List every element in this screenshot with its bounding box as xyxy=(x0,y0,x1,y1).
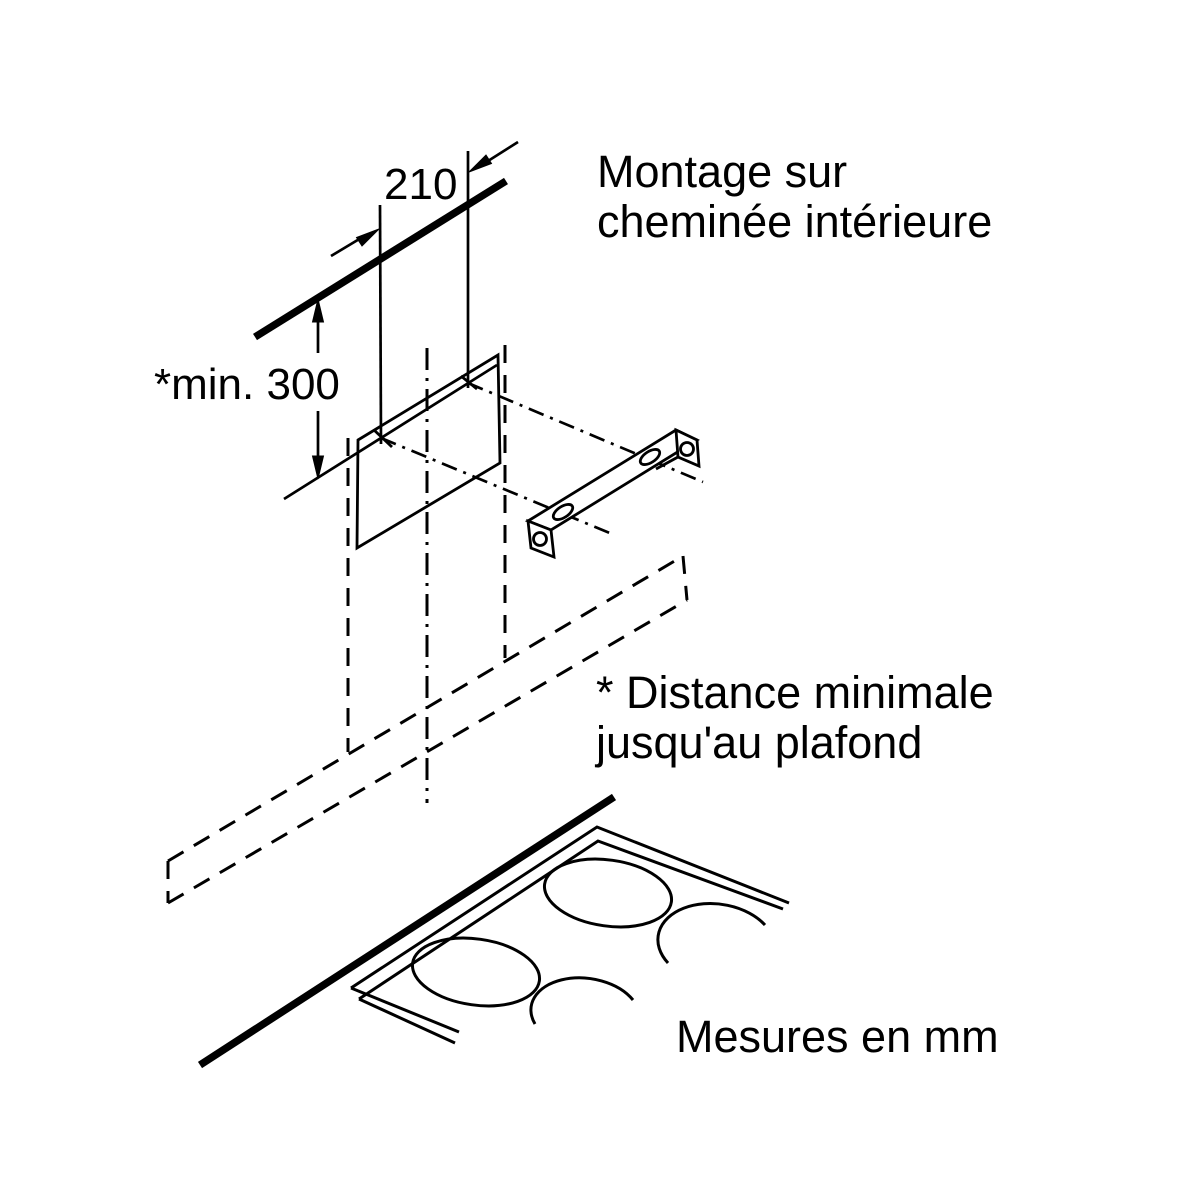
burner-back xyxy=(542,857,674,929)
leader-line-upper xyxy=(467,381,704,484)
arrowhead-upper xyxy=(468,154,493,173)
bracket-slot-back xyxy=(638,448,662,466)
footnote-line1: * Distance minimale xyxy=(596,667,994,718)
chimney-dashed-outline xyxy=(166,345,689,905)
footnote-min-distance: * Distance minimale jusqu'au plafond xyxy=(596,668,994,768)
cooktop-front-edge-outer xyxy=(350,986,460,1034)
cooktop-border-inner xyxy=(358,839,784,1001)
diagram-title: Montage sur cheminée intérieure xyxy=(597,147,992,247)
arrowhead-lower xyxy=(355,228,380,247)
arrowhead-up xyxy=(311,298,325,323)
dimension-min300 xyxy=(311,298,325,480)
mounting-bracket xyxy=(524,427,701,560)
bracket-slot-front xyxy=(551,503,575,521)
extension-line-left xyxy=(378,204,383,445)
hood-top-reference-line xyxy=(283,363,498,501)
dimension-min-ceiling-label: *min. 300 xyxy=(154,360,340,409)
burner-right-arc xyxy=(656,902,767,965)
arrow-tail-upper xyxy=(487,140,519,163)
arrowhead-down xyxy=(311,455,325,480)
cooktop xyxy=(197,793,790,1069)
diagram-title-line1: Montage sur xyxy=(597,146,848,197)
hood-end-cap-right xyxy=(681,555,689,601)
bracket-screw-hole-front xyxy=(532,531,548,547)
dimension-width-label: 210 xyxy=(384,160,458,209)
bracket-bottom-edge-stub xyxy=(655,455,679,471)
cooktop-front-edge-inner xyxy=(358,997,456,1045)
cooktop-border-outer xyxy=(350,825,790,990)
hood-top-back-edge xyxy=(167,554,684,863)
plate-outline xyxy=(355,352,502,551)
burner-front-arc xyxy=(529,976,635,1025)
footnote-line2: jusqu'au plafond xyxy=(596,717,923,768)
leader-line-lower xyxy=(380,436,613,536)
burner-left xyxy=(410,936,542,1008)
arrow-tail-lower xyxy=(330,236,362,258)
dimension-210-extension-lines xyxy=(378,151,470,445)
units-note: Mesures en mm xyxy=(676,1011,999,1062)
cooktop-back-wall-edge xyxy=(197,793,617,1069)
diagram-title-line2: cheminée intérieure xyxy=(597,196,993,247)
hood-top-front-edge xyxy=(167,598,688,905)
dimension-210-arrows xyxy=(330,140,519,258)
bracket-screw-hole-back xyxy=(679,441,695,457)
